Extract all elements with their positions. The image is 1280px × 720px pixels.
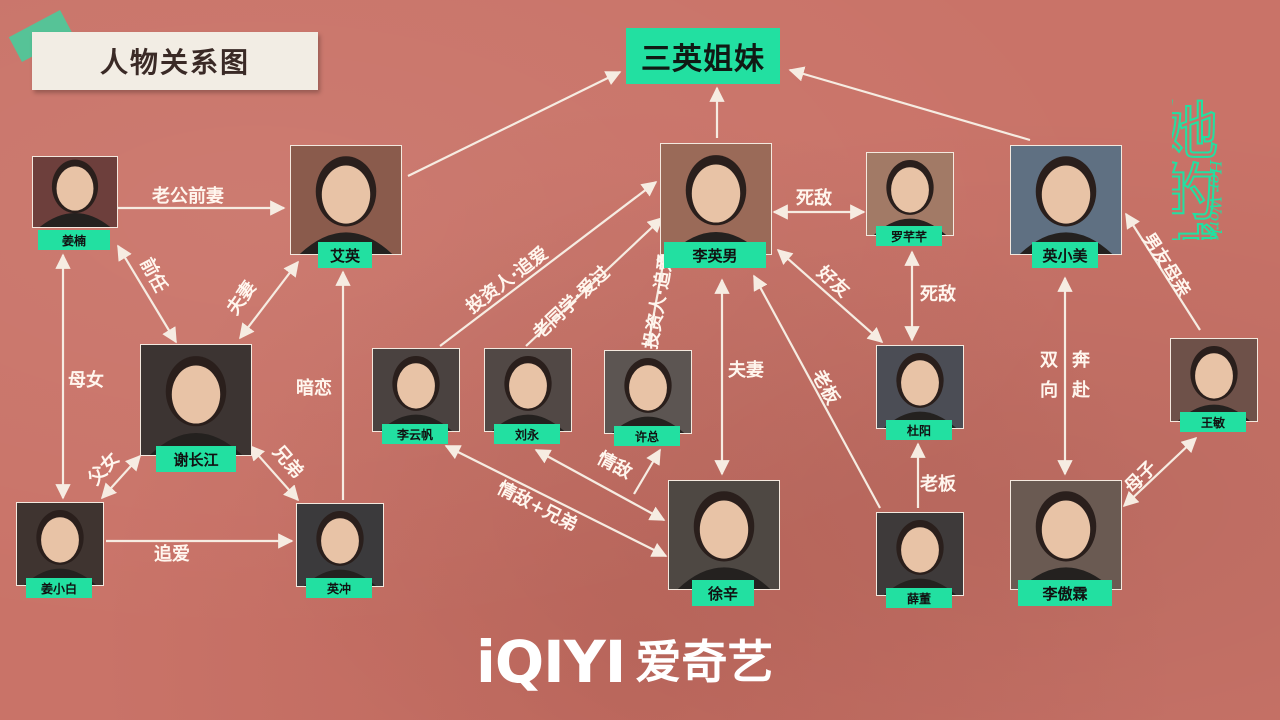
svg-text:Her World: Her World — [1206, 159, 1225, 240]
diagram-title-card: 人物关系图 — [32, 32, 318, 90]
character-name-label: 英小美 — [1032, 242, 1098, 268]
link-aiying-xiechangjiang — [239, 260, 299, 340]
character-name-label: 李云帆 — [382, 424, 448, 444]
link-wangmin-liaolin — [1122, 436, 1198, 508]
relation-label: 老板 — [808, 366, 845, 409]
character-name-label: 王敏 — [1180, 412, 1246, 432]
link-yingxiaomei-group — [788, 66, 1031, 142]
relation-label: 夫妻 — [728, 359, 764, 381]
group-label: 三英姐妹 — [641, 42, 765, 77]
link-xuzong-liyingnan — [646, 246, 672, 347]
portrait-photo — [16, 502, 104, 586]
relation-label: 老同学·爱过 — [528, 262, 614, 344]
link-liyunfan-liyingnan — [439, 181, 658, 347]
brand-chinese: 爱奇艺 — [635, 635, 774, 689]
portrait-photo — [866, 152, 954, 236]
character-name-label: 杜阳 — [886, 420, 952, 440]
link-xuedong-liyingnan — [753, 274, 881, 509]
character-name-label: 谢长江 — [156, 446, 236, 472]
portrait-photo — [876, 345, 964, 429]
portrait-photo — [660, 143, 772, 255]
relation-label: 赴 — [1071, 379, 1091, 401]
group-label-box: 三英姐妹 — [626, 28, 780, 84]
relation-label: 追爱 — [154, 543, 190, 565]
link-xuzong-qingdi — [633, 448, 661, 495]
link-xiechangjiang-yingchong — [248, 444, 300, 502]
relation-label: 母子 — [1121, 457, 1161, 497]
link-jiangnan-xiechangjiang — [117, 244, 177, 344]
character-name-label: 姜楠 — [38, 230, 110, 250]
relation-label: 老公前妻 — [152, 185, 224, 207]
relation-label: 双 — [1040, 350, 1058, 371]
relation-label: 父女 — [83, 448, 123, 489]
link-wangmin-yingxiaomei — [1125, 212, 1201, 331]
portrait-photo — [484, 348, 572, 432]
portrait-photo — [140, 344, 252, 456]
relation-label: 暗恋 — [296, 377, 332, 399]
link-xiechangjiang-jiangxiaobai — [100, 454, 142, 500]
diagram-title: 人物关系图 — [99, 46, 250, 79]
brand-latin: iQIYI — [476, 628, 626, 696]
portrait-photo — [1010, 145, 1122, 255]
relation-label: 投资人·追爱 — [462, 242, 553, 318]
character-name-label: 艾英 — [318, 242, 372, 268]
portrait-photo — [32, 156, 118, 228]
portrait-photo — [668, 480, 780, 590]
character-name-label: 罗芊芊 — [876, 226, 942, 246]
relation-label: 好友 — [812, 261, 854, 302]
relation-label: 奔 — [1071, 349, 1091, 371]
character-name-label: 薛董 — [886, 588, 952, 608]
relation-label: 母女 — [68, 369, 104, 391]
link-aiying-group — [407, 71, 622, 177]
relation-label: 兄弟 — [268, 440, 309, 482]
link-liuyong-xuxin — [534, 449, 666, 521]
portrait-photo — [1170, 338, 1258, 422]
character-name-label: 徐辛 — [692, 580, 754, 606]
portrait-photo — [372, 348, 460, 432]
link-liyingnan-duyang — [776, 248, 884, 344]
relation-label: 向 — [1040, 379, 1058, 401]
portrait-photo — [604, 350, 692, 434]
relation-label: 前任 — [136, 254, 172, 296]
svg-text:她的城: 她的城 — [1172, 98, 1219, 240]
character-name-label: 李英男 — [664, 242, 766, 268]
character-name-label: 姜小白 — [26, 578, 92, 598]
show-logo: 她的城 Her World — [1172, 97, 1225, 240]
character-name-label: 许总 — [614, 426, 680, 446]
portrait-photo — [290, 145, 402, 255]
relation-label: 夫妻 — [222, 277, 261, 319]
character-name-label: 英冲 — [306, 578, 372, 598]
relation-label: 死敌 — [920, 283, 956, 305]
relation-label: 情敌 — [594, 447, 636, 483]
relation-label: 死敌 — [796, 187, 832, 209]
iqiyi-brand-logo: iQIYI 爱奇艺 — [476, 630, 816, 694]
portrait-photo — [296, 503, 384, 587]
portrait-photo — [876, 512, 964, 596]
character-name-label: 李傲霖 — [1018, 580, 1112, 606]
portrait-photo — [1010, 480, 1122, 590]
character-name-label: 刘永 — [494, 424, 560, 444]
link-liuyong-liyingnan — [525, 216, 664, 347]
relation-label: 老板 — [920, 473, 957, 495]
